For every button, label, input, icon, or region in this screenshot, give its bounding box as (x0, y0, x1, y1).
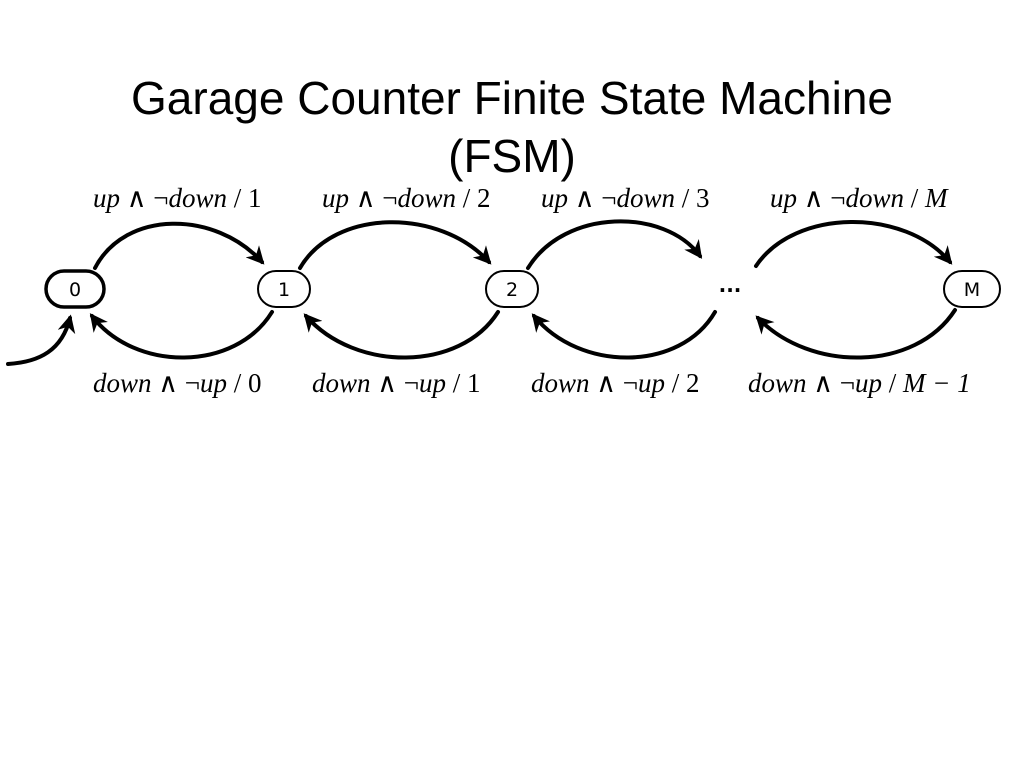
edge-up-0-1 (93, 221, 265, 270)
label-down-2: down ∧ ¬up / 2 (531, 368, 700, 398)
label-up-3: up ∧ ¬down / M (770, 183, 949, 213)
label-up-2: up ∧ ¬down / 3 (541, 183, 710, 213)
label-up-1: up ∧ ¬down / 2 (322, 183, 491, 213)
slide-title-line-2: (FSM) (448, 129, 576, 182)
edge-down-M-dots (755, 308, 957, 360)
label-up-0: up ∧ ¬down / 1 (93, 183, 262, 213)
state-label: M (964, 279, 980, 301)
state-label: 2 (506, 279, 518, 301)
edge-up-2-dots (526, 219, 703, 270)
slide-title: Garage Counter Finite State Machine (FSM… (0, 69, 1024, 185)
label-down-0: down ∧ ¬up / 0 (93, 368, 262, 398)
edge-down-2-1 (303, 310, 500, 360)
state-1: 1 (257, 270, 311, 308)
edge-up-dots-M (754, 220, 953, 268)
edge-down-1-0 (89, 310, 274, 360)
ellipsis: ... (719, 273, 742, 297)
label-down-3: down ∧ ¬up / M − 1 (748, 368, 971, 398)
state-2: 2 (485, 270, 539, 308)
state-label: 0 (69, 279, 81, 301)
edge-initial (6, 314, 76, 366)
edge-up-1-2 (298, 220, 492, 270)
label-down-1: down ∧ ¬up / 1 (312, 368, 481, 398)
state-0: 0 (44, 269, 106, 309)
slide-title-line-1: Garage Counter Finite State Machine (131, 71, 893, 124)
state-label: 1 (278, 279, 290, 301)
edge-down-dots-2 (531, 310, 717, 360)
state-M: M (943, 270, 1001, 308)
